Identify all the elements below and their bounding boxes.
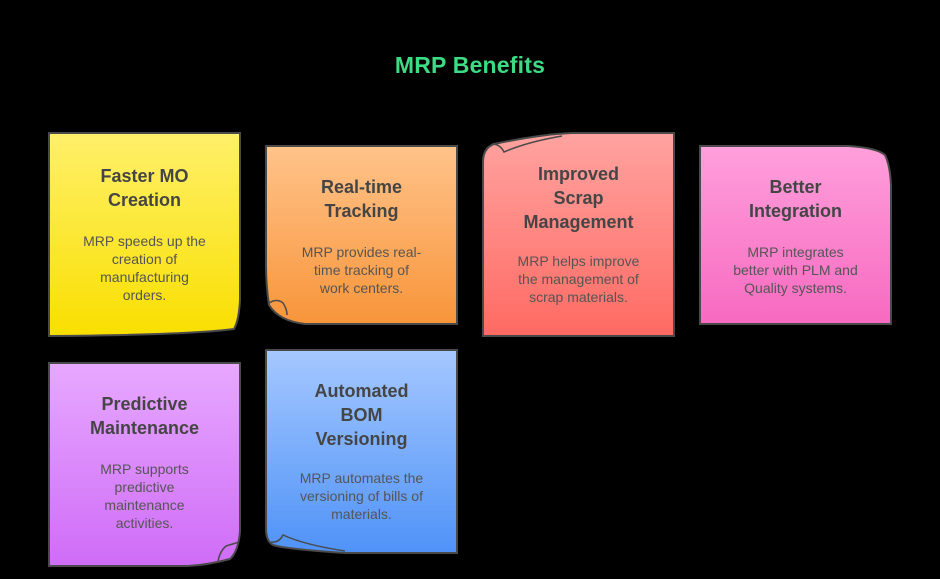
benefit-note-faster-mo-creation: Faster MO Creation MRP speeds up the cre… <box>48 132 241 338</box>
note-description: MRP integrates better with PLM and Quali… <box>733 244 858 296</box>
note-description: MRP automates the versioning of bills of… <box>299 470 424 522</box>
sticky-note-shape <box>265 145 458 325</box>
sticky-note-shape <box>482 132 675 337</box>
note-description: MRP speeds up the creation of manufactur… <box>83 233 206 303</box>
note-description: MRP provides real- time tracking of work… <box>301 244 422 296</box>
benefit-note-predictive-maintenance: Predictive Maintenance MRP supports pred… <box>48 362 241 567</box>
note-heading: Faster MO Creation <box>100 166 189 210</box>
note-description: MRP supports predictive maintenance acti… <box>100 461 189 531</box>
sticky-note-shape <box>48 362 241 567</box>
benefit-note-real-time-tracking: Real-time Tracking MRP provides real- ti… <box>265 145 458 325</box>
note-heading: Predictive Maintenance <box>89 394 200 438</box>
sticky-note-shape <box>48 132 241 338</box>
note-heading: Better Integration <box>749 177 842 221</box>
benefit-note-improved-scrap-management: Improved Scrap Management MRP helps impr… <box>482 132 675 337</box>
benefit-note-automated-bom-versioning: Automated BOM Versioning MRP automates t… <box>265 349 458 554</box>
benefit-note-better-integration: Better Integration MRP integrates better… <box>699 145 892 325</box>
diagram-title: MRP Benefits <box>394 52 546 78</box>
sticky-note-shape <box>265 349 458 554</box>
sticky-note-shape <box>699 145 892 325</box>
note-heading: Real-time Tracking <box>320 177 403 221</box>
note-description: MRP helps improve the management of scra… <box>517 253 640 305</box>
note-heading: Improved Scrap Management <box>523 164 634 232</box>
note-heading: Automated BOM Versioning <box>314 381 409 449</box>
